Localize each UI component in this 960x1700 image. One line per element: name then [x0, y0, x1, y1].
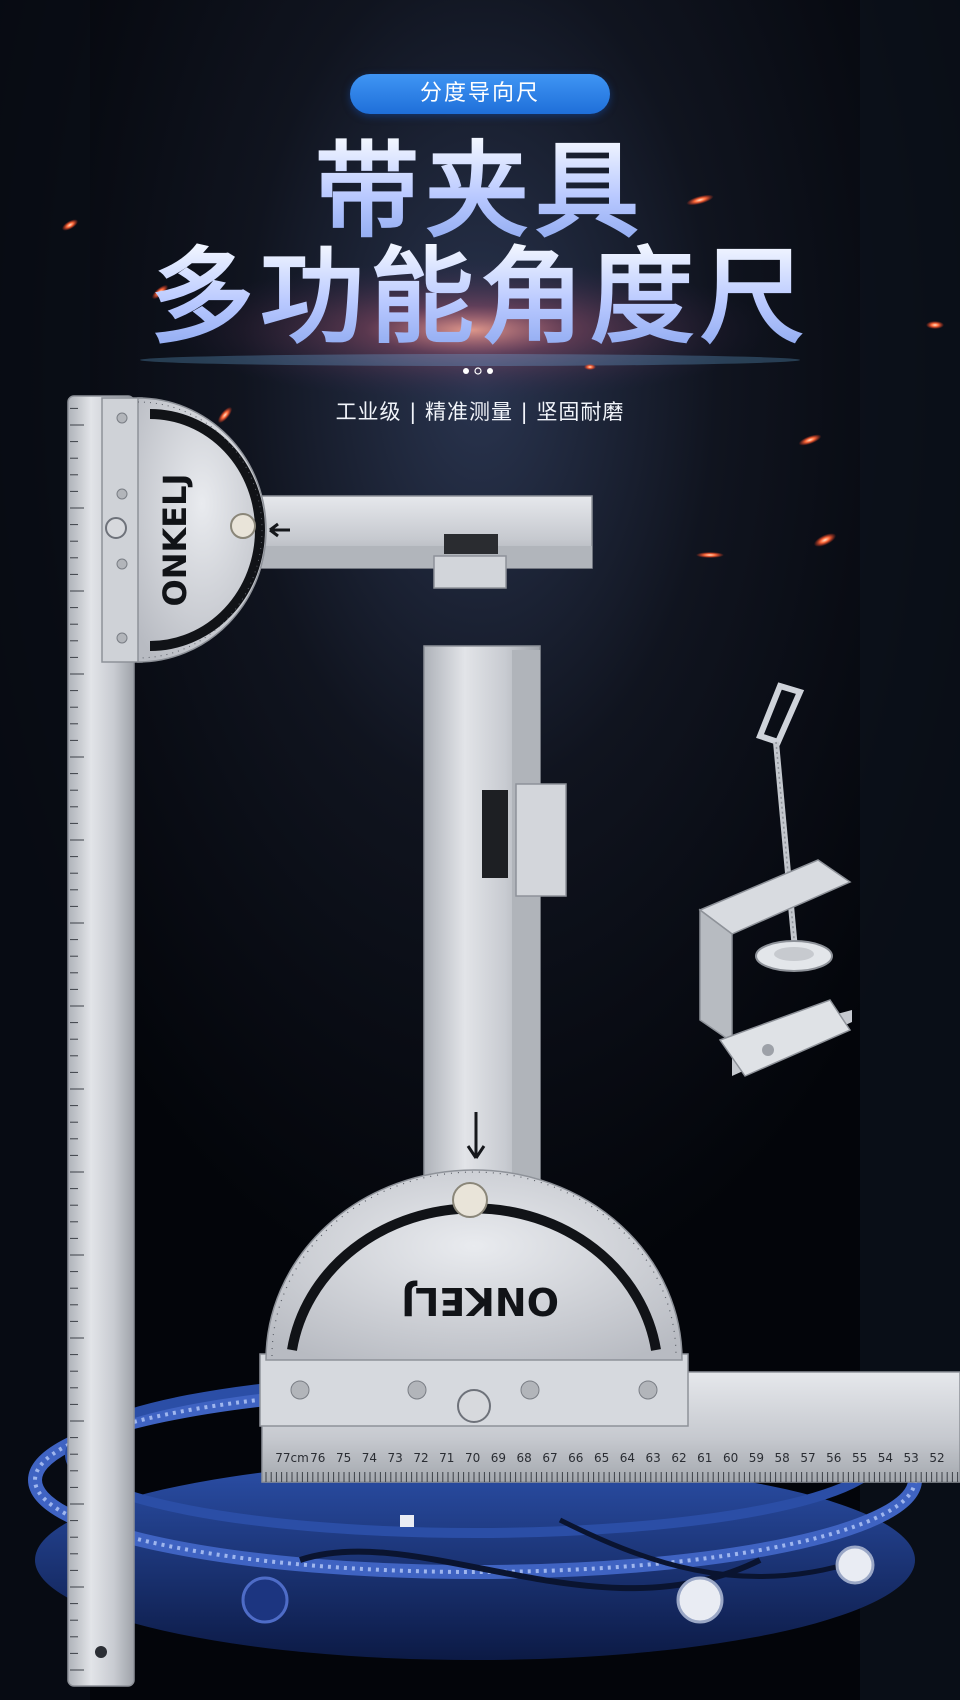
horizontal-scale-label: 64 [620, 1451, 635, 1465]
horizontal-scale-label: 67 [542, 1451, 557, 1465]
horizontal-scale-label: 58 [775, 1451, 790, 1465]
center-glow [170, 260, 770, 400]
right-protractor: ONKELJ [259, 1169, 689, 1427]
horizontal-scale-label: 72 [413, 1451, 428, 1465]
horizontal-scale-label: 66 [568, 1451, 583, 1465]
horizontal-scale-label: 63 [646, 1451, 661, 1465]
clamp-accessory [698, 682, 852, 1077]
horizontal-scale-label: 59 [749, 1451, 764, 1465]
horizontal-scale-label: 71 [439, 1451, 454, 1465]
pagination-dots [463, 367, 493, 375]
dot-3 [487, 368, 493, 374]
horizontal-scale-label: 56 [826, 1451, 841, 1465]
horizontal-scale-label: 68 [517, 1451, 532, 1465]
horizontal-scale-label: 61 [697, 1451, 712, 1465]
horizontal-scale-label: 62 [671, 1451, 686, 1465]
dot-2 [474, 367, 482, 375]
horizontal-scale-label: 73 [388, 1451, 403, 1465]
dot-1 [463, 368, 469, 374]
sparks [61, 194, 944, 558]
hero-title-line-2: 多功能角度尺 [0, 242, 960, 352]
horizontal-scale-label: 70 [465, 1451, 480, 1465]
horizontal-scale-label: 60 [723, 1451, 738, 1465]
horizontal-scale-label: 57 [800, 1451, 815, 1465]
left-vertical-ruler [67, 395, 135, 1687]
horizontal-scale-label: 77cm [275, 1451, 309, 1465]
light-streak [140, 354, 800, 366]
horizontal-scale-label: 69 [491, 1451, 506, 1465]
horizontal-scale-label: 54 [878, 1451, 893, 1465]
horizontal-scale-label: 76 [310, 1451, 325, 1465]
left-protractor-logo: ONKELJ [156, 474, 194, 607]
left-protractor: ONKELJ [101, 397, 267, 663]
horizontal-scale-label: 74 [362, 1451, 377, 1465]
horizontal-scale-label: 53 [904, 1451, 919, 1465]
right-upright-arm [423, 645, 567, 1227]
hero-title-line-1: 带夹具 [0, 136, 960, 246]
horizontal-scale-label: 65 [594, 1451, 609, 1465]
horizontal-scale-label: 52 [929, 1451, 944, 1465]
right-protractor-logo: ONKELJ [401, 1279, 559, 1323]
horizontal-scale-label: 75 [336, 1451, 351, 1465]
hero-subtitle: 工业级 | 精准测量 | 坚固耐磨 [335, 400, 625, 424]
category-badge: 分度导向尺 [350, 74, 610, 114]
horizontal-scale-label: 55 [852, 1451, 867, 1465]
left-guide-arm [239, 495, 593, 589]
